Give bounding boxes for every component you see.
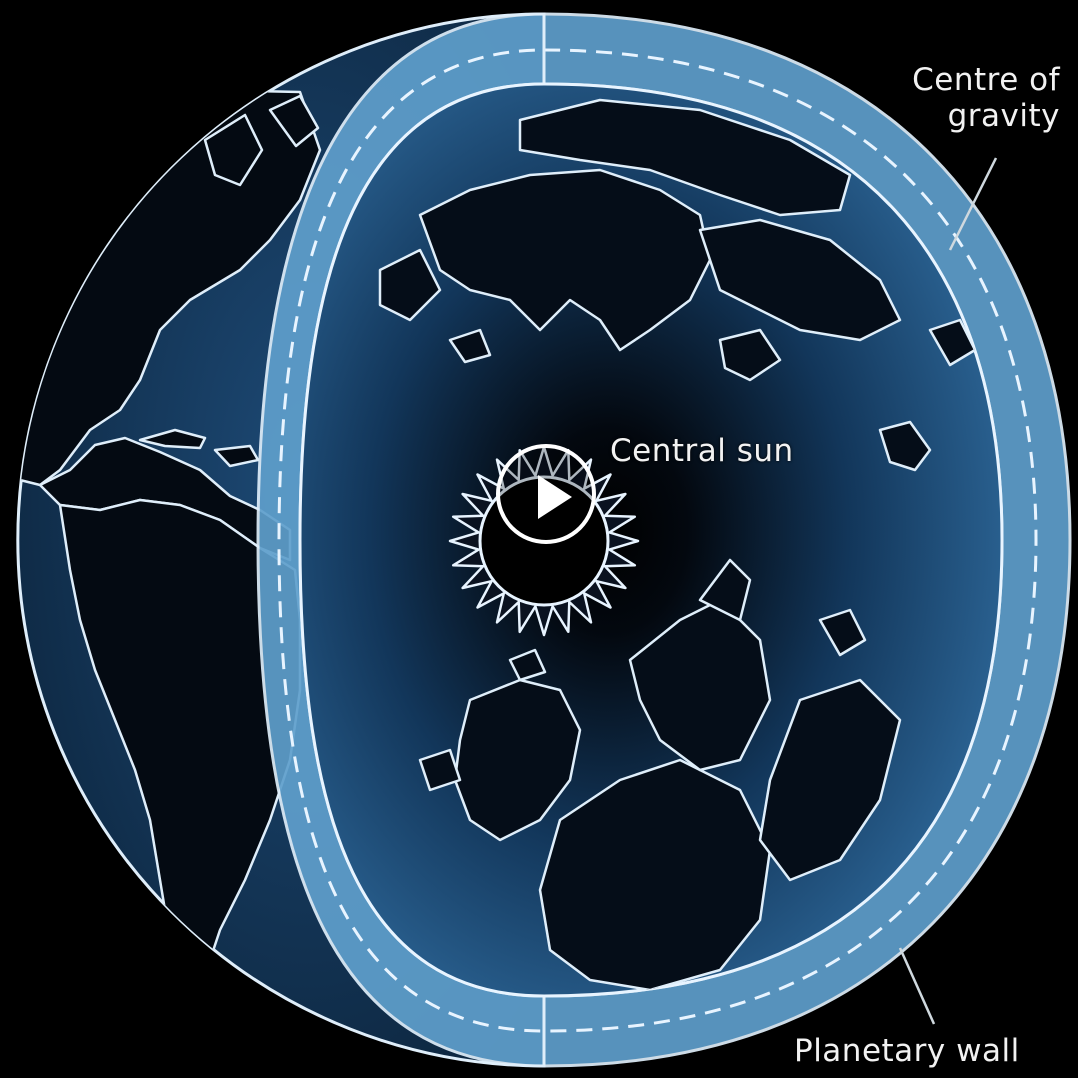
centre-of-gravity-label-line2: gravity <box>947 98 1060 134</box>
centre-of-gravity-label-line1: Centre of <box>912 62 1060 98</box>
wall-leader-line <box>898 947 936 1025</box>
hollow-interior <box>298 82 1004 998</box>
leader-lines <box>898 157 998 1025</box>
upper-landmass-2 <box>518 98 852 217</box>
lower-landmass-3 <box>628 598 772 772</box>
planetary-wall-label: Planetary wall <box>794 1033 1020 1069</box>
upper-landmass-1 <box>418 168 712 352</box>
centre-of-gravity-label: Centre of gravity <box>912 62 1060 134</box>
central-sun-label: Central sun <box>610 433 794 469</box>
play-icon <box>538 475 572 519</box>
lower-landmass-4 <box>758 678 902 882</box>
gravity-leader-line <box>948 157 998 251</box>
play-button[interactable] <box>496 444 596 544</box>
south-america-landmass <box>58 498 302 1012</box>
upper-landmass-3 <box>698 218 902 342</box>
lower-landmass-2 <box>538 758 772 992</box>
